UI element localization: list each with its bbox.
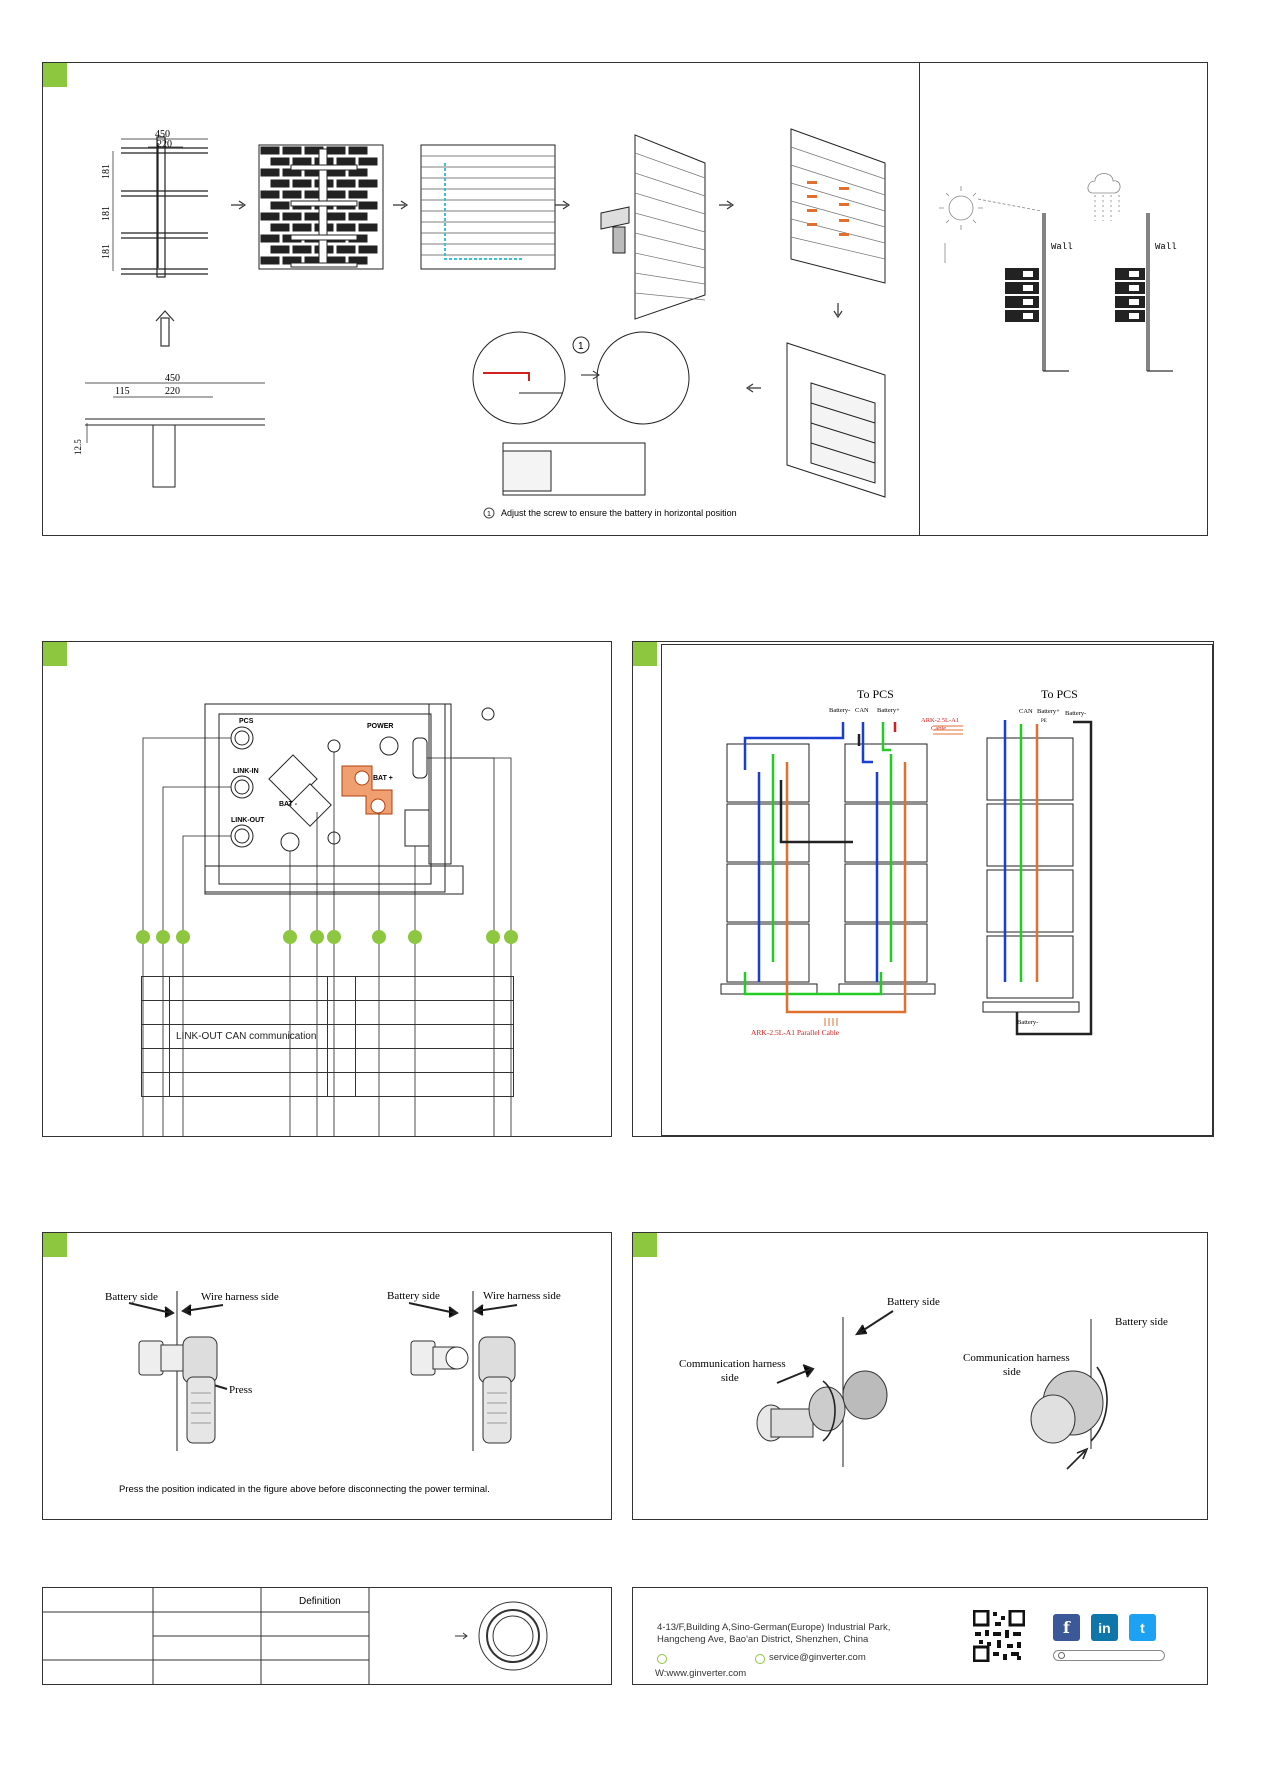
bottom-table-grid: Definition xyxy=(43,1588,548,1684)
svg-text:CAN: CAN xyxy=(1019,708,1033,715)
label-link-out: LINK-OUT xyxy=(231,817,265,824)
svg-text:PE: PE xyxy=(1041,719,1047,724)
callout-dot xyxy=(156,930,170,944)
section-marker xyxy=(633,1233,657,1257)
svg-text:Battery-: Battery- xyxy=(1065,710,1086,717)
wiring-inner-frame xyxy=(661,644,1213,1136)
installation-diagram: 450 220 181 181 181 xyxy=(73,128,1177,519)
ports-table: LINK-OUT CAN communication xyxy=(141,976,514,1097)
bracket-dim-115: 115 xyxy=(115,386,130,397)
svg-text:ARK-2.5L-A1: ARK-2.5L-A1 xyxy=(921,717,959,724)
comm-battery-side-2: Battery side xyxy=(1115,1316,1168,1328)
comm-connector-panel: Battery side Communication harness side … xyxy=(632,1232,1208,1520)
callout-dot xyxy=(136,930,150,944)
bottom-table-panel: Definition xyxy=(42,1587,612,1685)
panel-divider xyxy=(919,63,920,535)
search-input[interactable] xyxy=(1053,1650,1165,1661)
power-connector-note: Press the position indicated in the figu… xyxy=(119,1484,490,1495)
wire-side-label-1: Wire harness side xyxy=(201,1291,279,1303)
callout-dot xyxy=(486,930,500,944)
callout-dot xyxy=(283,930,297,944)
wall-label-rain: Wall xyxy=(1155,242,1177,252)
svg-text:Cable: Cable xyxy=(931,725,946,732)
comm-connector-diagram: Battery side Communication harness side … xyxy=(679,1296,1168,1470)
table-row xyxy=(141,976,514,1001)
comm-harness-side-2b: side xyxy=(1003,1366,1021,1378)
battery-minus-bottom: Battery- xyxy=(1017,1019,1038,1026)
address-line-2: Hangcheng Ave, Bao'an District, Shenzhen… xyxy=(657,1634,869,1645)
battery-front-diagram: PCS LINK-IN LINK-OUT POWER BAT - BAT + xyxy=(142,703,512,1136)
link-out-can-cell: LINK-OUT CAN communication xyxy=(169,1024,328,1049)
dim-220: 220 xyxy=(157,139,172,150)
step-marker: 1 xyxy=(578,341,584,352)
table-row xyxy=(141,1000,514,1025)
label-bat-minus: BAT - xyxy=(279,801,298,808)
callout-dot xyxy=(327,930,341,944)
table-row xyxy=(141,1072,514,1097)
svg-text:Battery+: Battery+ xyxy=(877,707,900,714)
parallel-cable-label: ARK-2.5L-A1 Parallel Cable xyxy=(751,1028,840,1037)
label-bat-plus: BAT + xyxy=(373,775,393,782)
press-label: Press xyxy=(229,1384,252,1396)
svg-text:Battery-: Battery- xyxy=(829,707,850,714)
email-icon xyxy=(755,1654,765,1664)
definition-header: Definition xyxy=(299,1596,341,1607)
svg-text:Battery+: Battery+ xyxy=(1037,708,1060,715)
to-pcs-left: To PCS xyxy=(857,687,894,701)
wiring-panel: To PCS To PCS Battery- CAN Battery+ ARK-… xyxy=(632,641,1214,1137)
address-line-1: 4-13/F,Building A,Sino-German(Europe) In… xyxy=(657,1622,891,1633)
wall-label-sun: Wall xyxy=(1051,242,1073,252)
callout-dot xyxy=(310,930,324,944)
battery-side-label-2: Battery side xyxy=(387,1290,440,1302)
comm-harness-side-1a: Communication harness xyxy=(679,1358,786,1370)
section-marker xyxy=(43,63,67,87)
dim-181a: 181 xyxy=(101,164,112,179)
dim-181b: 181 xyxy=(101,206,112,221)
callout-dot xyxy=(372,930,386,944)
wire-side-label-2: Wire harness side xyxy=(483,1290,561,1302)
comm-battery-side-1: Battery side xyxy=(887,1296,940,1308)
callout-dot xyxy=(408,930,422,944)
label-link-in: LINK-IN xyxy=(233,768,259,775)
website-link[interactable]: W:www.ginverter.com xyxy=(655,1668,747,1679)
search-icon xyxy=(1058,1652,1065,1659)
power-connector-diagram: Battery side Wire harness side Battery s… xyxy=(105,1290,561,1495)
bracket-dim-450: 450 xyxy=(165,373,180,384)
section-marker xyxy=(43,1233,67,1257)
section-marker xyxy=(43,642,67,666)
caption-number: 1 xyxy=(487,511,491,518)
to-pcs-right: To PCS xyxy=(1041,687,1078,701)
comm-harness-side-2a: Communication harness xyxy=(963,1352,1070,1364)
table-row xyxy=(141,1048,514,1073)
callout-dot xyxy=(176,930,190,944)
ports-panel: PCS LINK-IN LINK-OUT POWER BAT - BAT + L… xyxy=(42,641,612,1137)
label-power: POWER xyxy=(367,723,393,730)
company-footer: 4-13/F,Building A,Sino-German(Europe) In… xyxy=(632,1587,1208,1685)
bracket-dim-12-5: 12.5 xyxy=(73,439,83,455)
install-caption: Adjust the screw to ensure the battery i… xyxy=(501,508,737,518)
linkedin-icon[interactable]: in xyxy=(1091,1614,1118,1641)
comm-harness-side-1b: side xyxy=(721,1372,739,1384)
email-link[interactable]: service@ginverter.com xyxy=(769,1652,866,1663)
wiring-diagram: To PCS To PCS Battery- CAN Battery+ ARK-… xyxy=(720,687,1093,1037)
power-connector-panel: Battery side Wire harness side Battery s… xyxy=(42,1232,612,1520)
dim-450: 450 xyxy=(155,129,170,140)
qr-code xyxy=(973,1610,1025,1662)
callout-dot xyxy=(504,930,518,944)
facebook-icon[interactable]: f xyxy=(1053,1614,1080,1641)
section-marker xyxy=(633,642,657,666)
table-row: LINK-OUT CAN communication xyxy=(141,1024,514,1049)
installation-panel: 450 220 181 181 181 xyxy=(42,62,1208,536)
label-pcs: PCS xyxy=(239,718,254,725)
svg-text:CAN: CAN xyxy=(855,707,869,714)
phone-icon xyxy=(657,1654,667,1664)
dim-181c: 181 xyxy=(101,244,112,259)
twitter-icon[interactable]: t xyxy=(1129,1614,1156,1641)
bracket-dim-220: 220 xyxy=(165,386,180,397)
battery-side-label-1: Battery side xyxy=(105,1291,158,1303)
